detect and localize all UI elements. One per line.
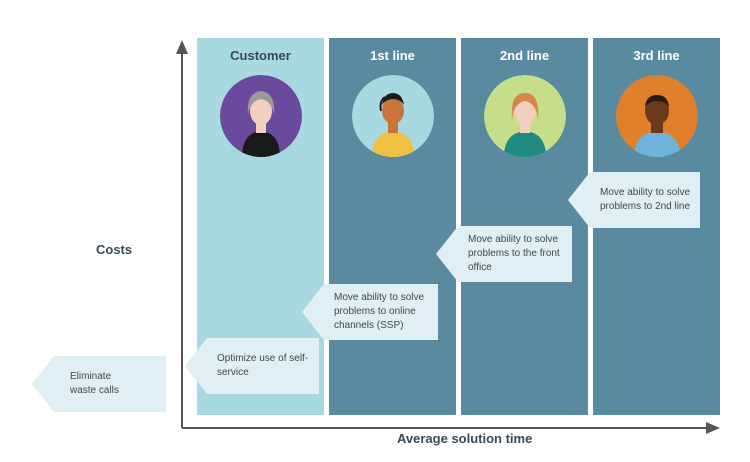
callout-arrow bbox=[32, 356, 54, 412]
column-title: 3rd line bbox=[633, 48, 680, 63]
callout-text: Move ability to solve problems to online… bbox=[334, 292, 425, 331]
callout-online-channels: Move ability to solve problems to online… bbox=[302, 284, 438, 340]
callout-second-line: Move ability to solve problems to 2nd li… bbox=[568, 172, 700, 228]
column-title: 2nd line bbox=[499, 48, 550, 63]
callout-text: Optimize use of self-service bbox=[217, 353, 309, 378]
callout-arrow bbox=[436, 226, 458, 282]
y-axis-label: Costs bbox=[96, 242, 133, 257]
callout-front-office: Move ability to solve problems to the fr… bbox=[436, 226, 572, 282]
callout-self-service: Optimize use of self-service bbox=[185, 338, 319, 394]
third-line-avatar bbox=[616, 75, 698, 157]
column-1st-line: 1st line bbox=[329, 38, 456, 415]
column-customer: Customer bbox=[197, 38, 324, 415]
callout-text: Eliminate waste calls bbox=[70, 371, 119, 396]
callout-arrow bbox=[568, 172, 590, 228]
callout-arrow bbox=[302, 284, 324, 340]
second-line-avatar bbox=[484, 75, 566, 157]
customer-avatar bbox=[220, 75, 302, 157]
column-title: 1st line bbox=[370, 48, 415, 63]
callout-arrow bbox=[185, 338, 207, 394]
x-axis-label: Average solution time bbox=[397, 431, 533, 446]
callout-eliminate-waste: Eliminate waste calls bbox=[32, 356, 166, 412]
first-line-avatar bbox=[352, 75, 434, 157]
callout-text: Move ability to solve problems to 2nd li… bbox=[600, 187, 691, 212]
column-title: Customer bbox=[230, 48, 291, 63]
callout-text: Move ability to solve problems to the fr… bbox=[468, 234, 560, 273]
